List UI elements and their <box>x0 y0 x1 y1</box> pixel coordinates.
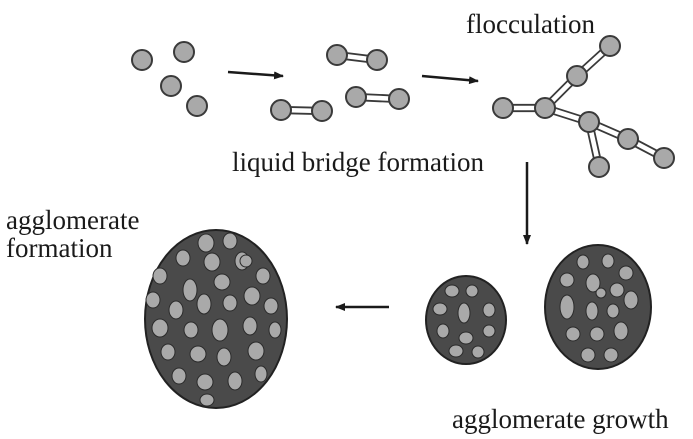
embedded-particle <box>559 272 575 288</box>
particle <box>173 41 195 63</box>
label-liquid-bridge-formation: liquid bridge formation <box>232 147 484 177</box>
arrow-to-bridges <box>227 70 284 80</box>
dispersed-particles <box>131 41 208 117</box>
embedded-particle <box>203 252 221 272</box>
embedded-particle <box>618 265 634 281</box>
agglomerate-body <box>144 229 288 409</box>
embedded-particle <box>471 345 485 359</box>
embedded-particle <box>247 341 265 361</box>
embedded-particle <box>239 254 253 268</box>
label-agglomerate-growth: agglomerate growth <box>452 404 669 434</box>
particle <box>160 75 182 97</box>
embedded-particle <box>585 301 599 321</box>
embedded-particle <box>482 302 496 318</box>
embedded-particle <box>255 267 271 285</box>
label-agglomerate-formation-line1: agglomerate <box>6 205 140 235</box>
embedded-particle <box>565 326 581 342</box>
embedded-particle <box>222 232 238 250</box>
embedded-particle <box>197 233 215 253</box>
agglomerate-large <box>144 229 288 409</box>
embedded-particle <box>576 254 590 270</box>
embedded-particle <box>171 367 187 385</box>
embedded-particle <box>199 393 215 407</box>
particle <box>326 44 348 66</box>
embedded-particle <box>182 278 198 302</box>
embedded-particle <box>183 321 199 339</box>
particle <box>131 49 153 71</box>
flocculation-network <box>492 35 675 178</box>
embedded-particle <box>213 273 231 291</box>
embedded-particle <box>151 318 169 338</box>
particle <box>388 88 410 110</box>
embedded-particle <box>609 282 625 298</box>
embedded-particle <box>444 284 460 298</box>
embedded-particle <box>254 365 268 383</box>
embedded-particle <box>175 249 191 267</box>
agglomerate-medium <box>544 244 652 370</box>
particle <box>566 65 588 87</box>
liquid-bridge-pairs <box>270 44 410 122</box>
particle <box>617 128 639 150</box>
embedded-particle <box>189 345 207 363</box>
particle <box>578 111 600 133</box>
embedded-particle <box>227 371 243 391</box>
particle <box>311 100 333 122</box>
particle <box>492 97 514 119</box>
embedded-particle <box>152 267 168 285</box>
embedded-particle <box>457 302 471 324</box>
embedded-particle <box>160 343 176 361</box>
embedded-particle <box>243 286 261 306</box>
label-agglomerate-formation-line2: formation <box>6 233 113 264</box>
embedded-particle <box>436 323 450 339</box>
embedded-particle <box>216 347 232 367</box>
label-flocculation: flocculation <box>466 9 595 39</box>
particle <box>345 86 367 108</box>
particle <box>534 97 556 119</box>
particle <box>270 99 292 121</box>
embedded-particle <box>458 331 474 345</box>
embedded-particle <box>603 347 619 363</box>
embedded-particle <box>242 316 258 336</box>
label-agglomerate-formation: agglomerate formation <box>6 206 139 263</box>
embedded-particle <box>222 294 238 312</box>
embedded-particle <box>432 302 448 316</box>
embedded-particle <box>595 287 607 299</box>
embedded-particle <box>465 284 479 298</box>
embedded-particle <box>268 321 282 339</box>
embedded-particle <box>601 253 615 269</box>
embedded-particle <box>145 291 161 309</box>
embedded-particle <box>613 321 629 341</box>
agglomerate-small <box>425 275 507 365</box>
embedded-particle <box>263 297 279 315</box>
arrow-to-flocculation <box>421 74 479 85</box>
particle <box>653 147 675 169</box>
embedded-particle <box>559 294 575 320</box>
embedded-particle <box>482 324 496 338</box>
particle <box>366 49 388 71</box>
embedded-particle <box>606 303 620 319</box>
embedded-particle <box>580 347 596 363</box>
embedded-particle <box>448 344 464 358</box>
embedded-particle <box>623 290 639 310</box>
embedded-particle <box>196 373 214 391</box>
embedded-particle <box>589 326 605 342</box>
embedded-particle <box>196 293 212 315</box>
particle <box>599 35 621 57</box>
embedded-particle <box>168 300 184 320</box>
particle <box>186 95 208 117</box>
embedded-particle <box>585 273 601 293</box>
embedded-particle <box>211 318 229 342</box>
particle <box>588 156 610 178</box>
